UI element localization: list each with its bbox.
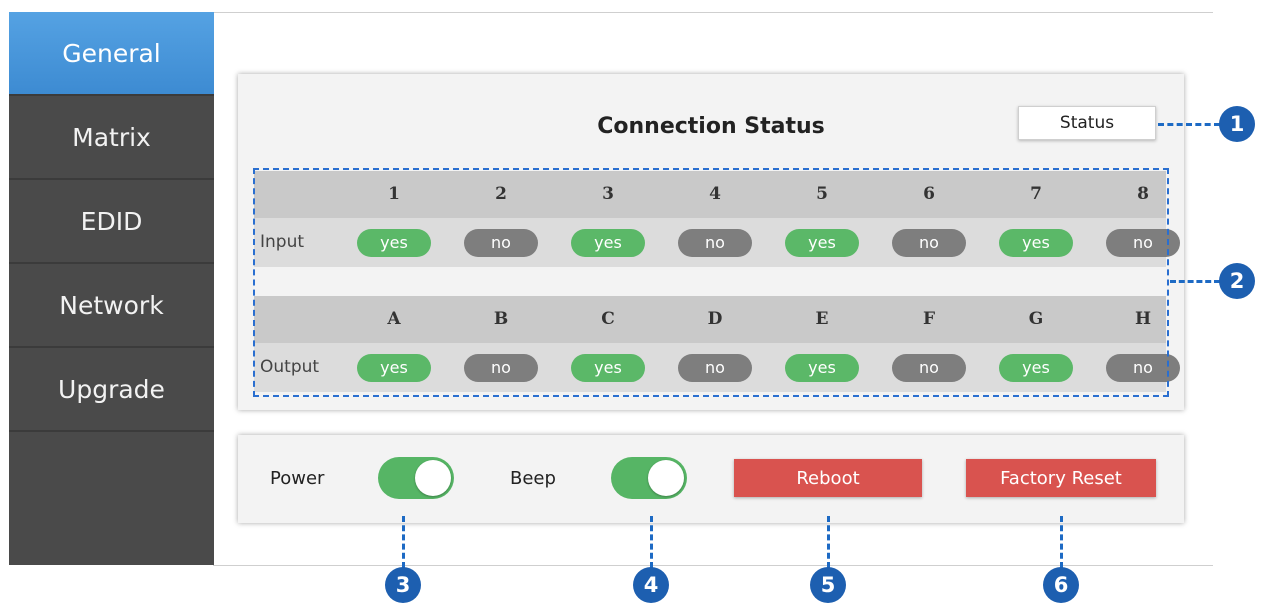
input-port-header: 3 [602, 184, 614, 204]
callout-1-badge: 1 [1219, 106, 1255, 142]
output-status-pill: yes [999, 354, 1073, 382]
output-port-header: A [387, 309, 401, 329]
callout-3-badge: 3 [385, 567, 421, 603]
factory-reset-button[interactable]: Factory Reset [966, 459, 1156, 497]
callout-2-line [1170, 280, 1220, 283]
output-row-label: Output [260, 357, 320, 377]
callout-4-badge: 4 [633, 567, 669, 603]
callout-4-line [650, 516, 653, 568]
beep-label: Beep [510, 468, 556, 489]
output-status-pill: yes [571, 354, 645, 382]
power-toggle[interactable] [378, 457, 454, 499]
input-port-header: 7 [1030, 184, 1042, 204]
input-status-pill: yes [999, 229, 1073, 257]
callout-6-line [1060, 516, 1063, 568]
sidebar-item-network[interactable]: Network [9, 264, 214, 348]
output-status-pill: yes [357, 354, 431, 382]
output-status-pill: no [464, 354, 538, 382]
sidebar-item-upgrade[interactable]: Upgrade [9, 348, 214, 432]
output-port-header: D [707, 309, 723, 329]
device-controls-panel: Power Beep Reboot Factory Reset [238, 435, 1184, 523]
input-header-row: 1 2 3 4 5 6 7 8 [254, 171, 1166, 218]
bottom-divider [213, 565, 1213, 566]
sidebar: General Matrix EDID Network Upgrade [9, 12, 214, 565]
output-status-pill: no [678, 354, 752, 382]
output-port-header: B [493, 309, 509, 329]
input-port-header: 4 [709, 184, 721, 204]
input-port-header: 1 [388, 184, 400, 204]
callout-6-badge: 6 [1043, 567, 1079, 603]
sidebar-item-general[interactable]: General [9, 12, 214, 96]
input-status-pill: no [678, 229, 752, 257]
callout-3-line [402, 516, 405, 568]
beep-toggle-knob [648, 460, 684, 496]
input-status-pill: yes [571, 229, 645, 257]
port-status-highlight-box [253, 168, 1169, 397]
input-status-pill: yes [357, 229, 431, 257]
output-header-row: A B C D E F G H [254, 296, 1166, 343]
output-port-header: C [601, 309, 615, 329]
input-row-label: Input [260, 232, 305, 252]
reboot-button[interactable]: Reboot [734, 459, 922, 497]
output-status-pill: yes [785, 354, 859, 382]
input-status-pill: yes [785, 229, 859, 257]
input-port-header: 2 [495, 184, 507, 204]
sidebar-item-edid[interactable]: EDID [9, 180, 214, 264]
callout-5-badge: 5 [810, 567, 846, 603]
top-divider [213, 12, 1213, 13]
callout-5-line [827, 516, 830, 568]
sidebar-item-matrix[interactable]: Matrix [9, 96, 214, 180]
input-status-pill: no [892, 229, 966, 257]
callout-2-badge: 2 [1219, 263, 1255, 299]
input-port-header: 5 [816, 184, 828, 204]
output-port-header: E [815, 309, 829, 329]
output-port-header: H [1134, 309, 1152, 329]
status-button[interactable]: Status [1018, 106, 1156, 140]
power-label: Power [270, 468, 325, 489]
output-port-header: G [1028, 309, 1044, 329]
input-status-pill: no [464, 229, 538, 257]
beep-toggle[interactable] [611, 457, 687, 499]
input-port-header: 6 [923, 184, 935, 204]
callout-1-line [1158, 123, 1220, 126]
output-port-header: F [922, 309, 936, 329]
connection-status-title: Connection Status [597, 114, 825, 139]
output-status-pill: no [892, 354, 966, 382]
input-port-header: 8 [1137, 184, 1149, 204]
power-toggle-knob [415, 460, 451, 496]
